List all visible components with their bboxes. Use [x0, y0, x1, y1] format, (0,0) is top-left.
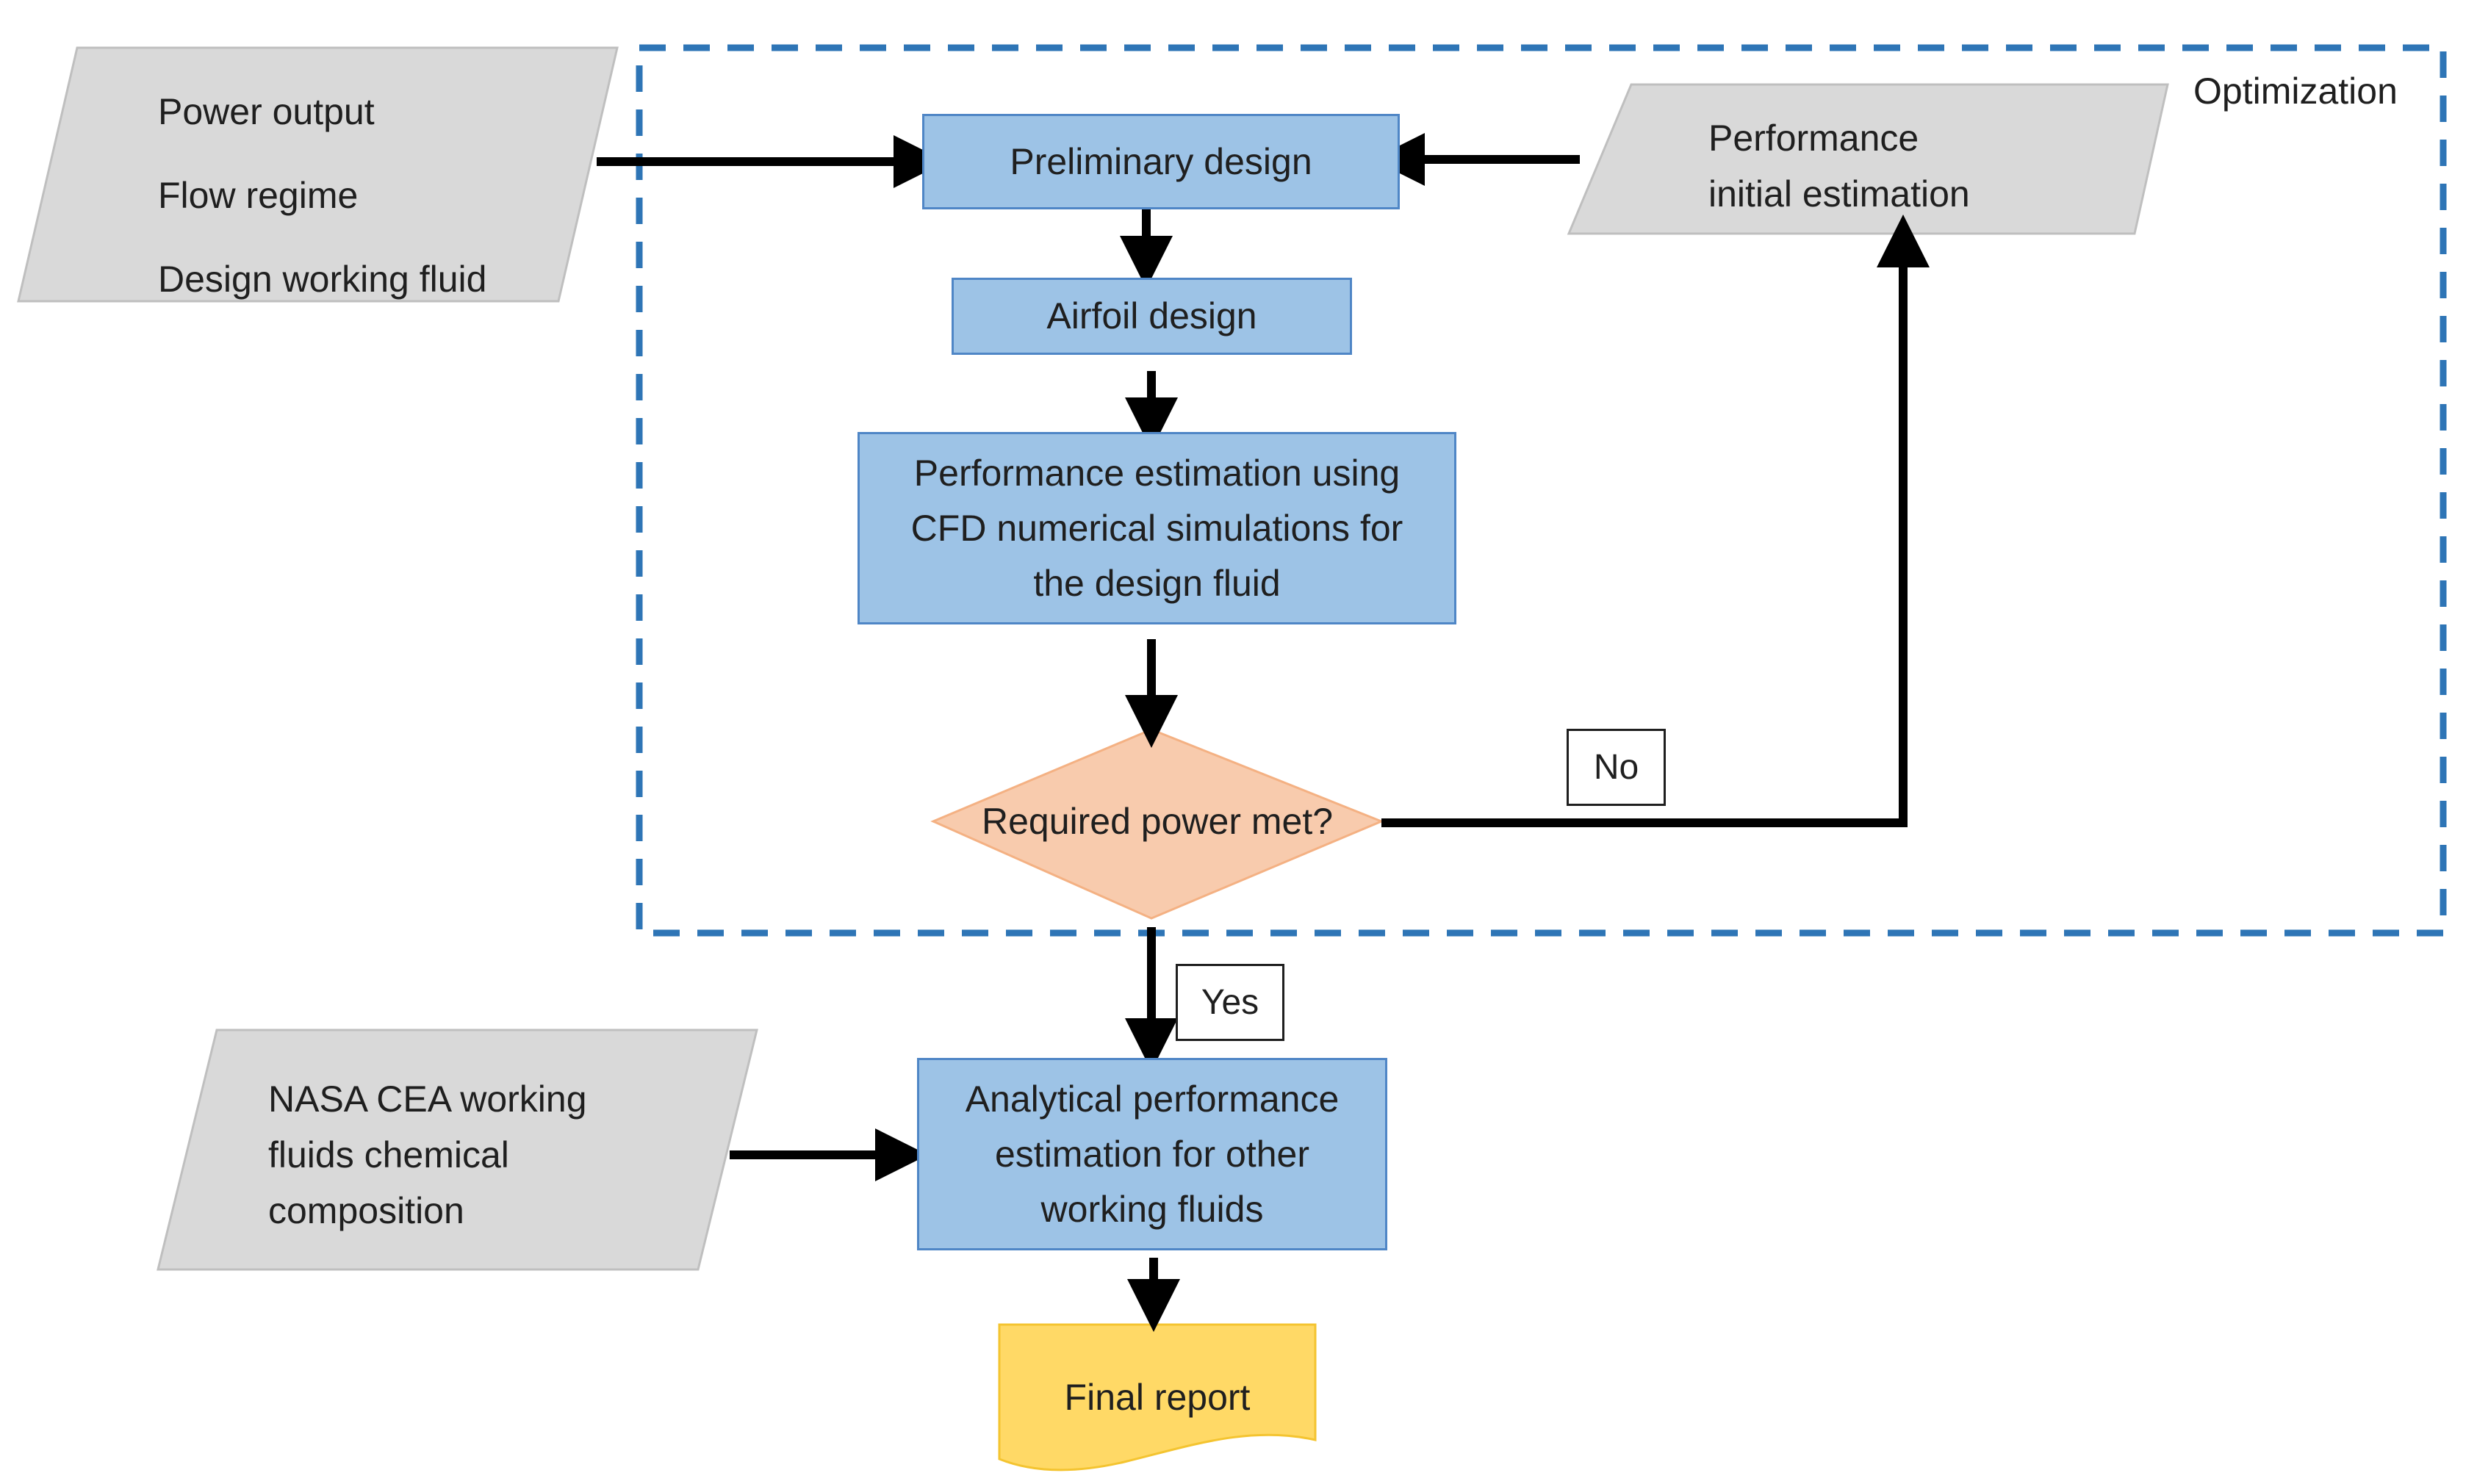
analytical-estimation-line-1: Analytical performance [965, 1078, 1340, 1120]
nasa-cea-line-3: composition [268, 1190, 464, 1231]
preliminary-design-box: Preliminary design [922, 114, 1400, 209]
arrow-decision-no-loop [1381, 215, 1930, 827]
airfoil-design-label: Airfoil design [1046, 295, 1257, 336]
requirement-power-output: Power output [158, 91, 375, 132]
requirement-flow-regime: Flow regime [158, 175, 359, 216]
final-report-label: Final report [1064, 1377, 1251, 1418]
performance-estimate-shape [1567, 83, 2169, 235]
performance-estimate-line-2: initial estimation [1708, 173, 1970, 215]
performance-estimate-text: Performance initial estimation [1708, 110, 1970, 222]
cfd-estimation-line-1: Performance estimation using [913, 452, 1401, 494]
nasa-cea-line-2: fluids chemical [268, 1134, 509, 1175]
requirements-input-shape [17, 46, 619, 303]
airfoil-design-box: Airfoil design [952, 278, 1352, 355]
optimization-frame [636, 44, 2447, 937]
final-report-shape [998, 1323, 1317, 1472]
no-branch-label: No [1567, 729, 1666, 806]
requirement-design-working-fluid: Design working fluid [158, 259, 487, 300]
decision-diamond [930, 728, 1384, 920]
analytical-estimation-box: Analytical performance estimation for ot… [917, 1058, 1387, 1250]
nasa-cea-input-text: NASA CEA working fluids chemical composi… [268, 1071, 587, 1239]
cfd-estimation-line-2: CFD numerical simulations for [910, 507, 1403, 549]
analytical-estimation-line-3: working fluids [1040, 1188, 1264, 1230]
yes-branch-label: Yes [1176, 964, 1284, 1041]
cfd-estimation-box: Performance estimation using CFD numeric… [858, 432, 1456, 624]
performance-estimate-line-1: Performance [1708, 118, 1919, 159]
preliminary-design-label: Preliminary design [1010, 140, 1312, 182]
nasa-cea-line-1: NASA CEA working [268, 1078, 587, 1120]
requirements-input-text: Power output Flow regime Design working … [158, 70, 486, 321]
final-report-text: Final report [999, 1363, 1315, 1433]
analytical-estimation-line-2: estimation for other [995, 1133, 1309, 1175]
decision-text: Required power met? [948, 792, 1367, 851]
cfd-estimation-line-3: the design fluid [1033, 562, 1281, 604]
decision-label: Required power met? [981, 800, 1334, 842]
optimization-label: Optimization [2193, 71, 2398, 112]
nasa-cea-input-shape [157, 1029, 758, 1271]
